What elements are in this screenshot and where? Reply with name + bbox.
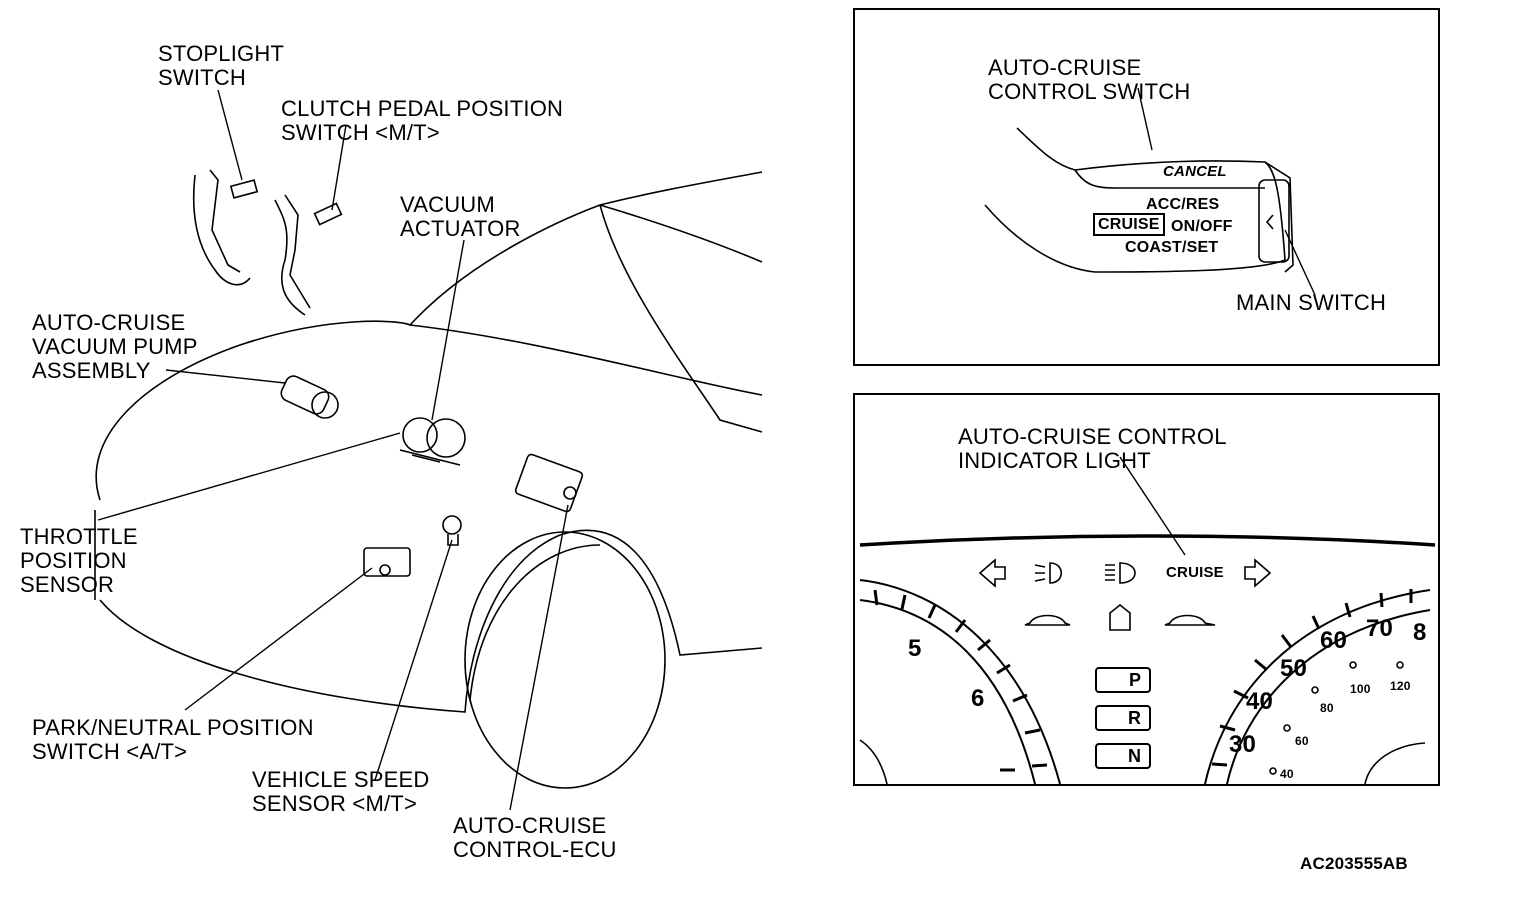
speed-sensor-shape: [442, 515, 462, 546]
car-body-outline: [94, 171, 763, 789]
cruise-indicator-light: CRUISE: [1166, 564, 1224, 581]
ecu-shape: [514, 453, 584, 513]
cruise-switch-title: AUTO-CRUISE CONTROL SWITCH: [988, 55, 1191, 104]
speed-minor-100: 100: [1350, 682, 1371, 696]
cruise-switch-panel: AUTO-CRUISE CONTROL SWITCH CANCEL ACC/RE…: [853, 8, 1440, 366]
vacuum-actuator-shape: [399, 417, 466, 466]
vacuum-pump-shape: [280, 375, 339, 419]
control-ecu-label: AUTO-CRUISE CONTROL-ECU: [453, 813, 617, 862]
cruise-button-label: CRUISE: [1093, 213, 1165, 236]
clutch-pedal-bracket: [274, 194, 343, 316]
speed-number-40: 40: [1246, 688, 1274, 715]
clutch-pedal-switch-label: CLUTCH PEDAL POSITION SWITCH <M/T>: [281, 96, 564, 145]
speed-minor-60: 60: [1295, 734, 1309, 748]
stalk-artwork: [984, 87, 1316, 296]
park-neutral-switch-shape: [363, 547, 411, 577]
gear-n-label: N: [1128, 746, 1141, 766]
gear-indicator-n: N: [1095, 743, 1151, 769]
coast-set-label: COAST/SET: [1125, 239, 1219, 256]
speed-number-8: 8: [1413, 619, 1427, 646]
speed-number-50: 50: [1280, 655, 1308, 682]
gear-indicator-r: R: [1095, 705, 1151, 731]
indicator-title: AUTO-CRUISE CONTROL INDICATOR LIGHT: [958, 424, 1227, 473]
cancel-label: CANCEL: [1163, 163, 1227, 180]
speed-minor-120: 120: [1390, 679, 1411, 693]
speed-number-70: 70: [1366, 615, 1394, 642]
vacuum-pump-label: AUTO-CRUISE VACUUM PUMP ASSEMBLY: [32, 310, 198, 383]
gear-r-label: R: [1128, 708, 1141, 728]
stoplight-switch-bracket: [192, 169, 259, 286]
vacuum-actuator-label: VACUUM ACTUATOR: [400, 192, 521, 241]
on-off-label: ON/OFF: [1171, 218, 1233, 235]
gear-p-label: P: [1128, 670, 1141, 690]
speed-number-30: 30: [1229, 731, 1257, 758]
instrument-cluster-artwork: [859, 456, 1436, 784]
vehicle-speed-sensor-label: VEHICLE SPEED SENSOR <M/T>: [252, 767, 430, 816]
gear-indicator-p: P: [1095, 667, 1151, 693]
indicator-light-panel: AUTO-CRUISE CONTROL INDICATOR LIGHT CRUI…: [853, 393, 1440, 786]
speed-number-60: 60: [1320, 627, 1348, 654]
figure-code: AC203555AB: [1300, 854, 1408, 873]
throttle-sensor-label: THROTTLE POSITION SENSOR: [20, 524, 138, 597]
tach-number-5: 5: [908, 635, 922, 662]
park-neutral-switch-label: PARK/NEUTRAL POSITION SWITCH <A/T>: [32, 715, 314, 764]
leader-lines: [97, 89, 569, 811]
acc-res-label: ACC/RES: [1146, 196, 1220, 213]
speed-minor-80: 80: [1320, 701, 1334, 715]
stoplight-switch-label: STOPLIGHT SWITCH: [158, 41, 285, 90]
front-wheel-arch: [464, 531, 666, 789]
tach-number-6: 6: [971, 685, 985, 712]
speed-minor-40: 40: [1280, 767, 1294, 781]
main-switch-label: MAIN SWITCH: [1236, 290, 1387, 315]
